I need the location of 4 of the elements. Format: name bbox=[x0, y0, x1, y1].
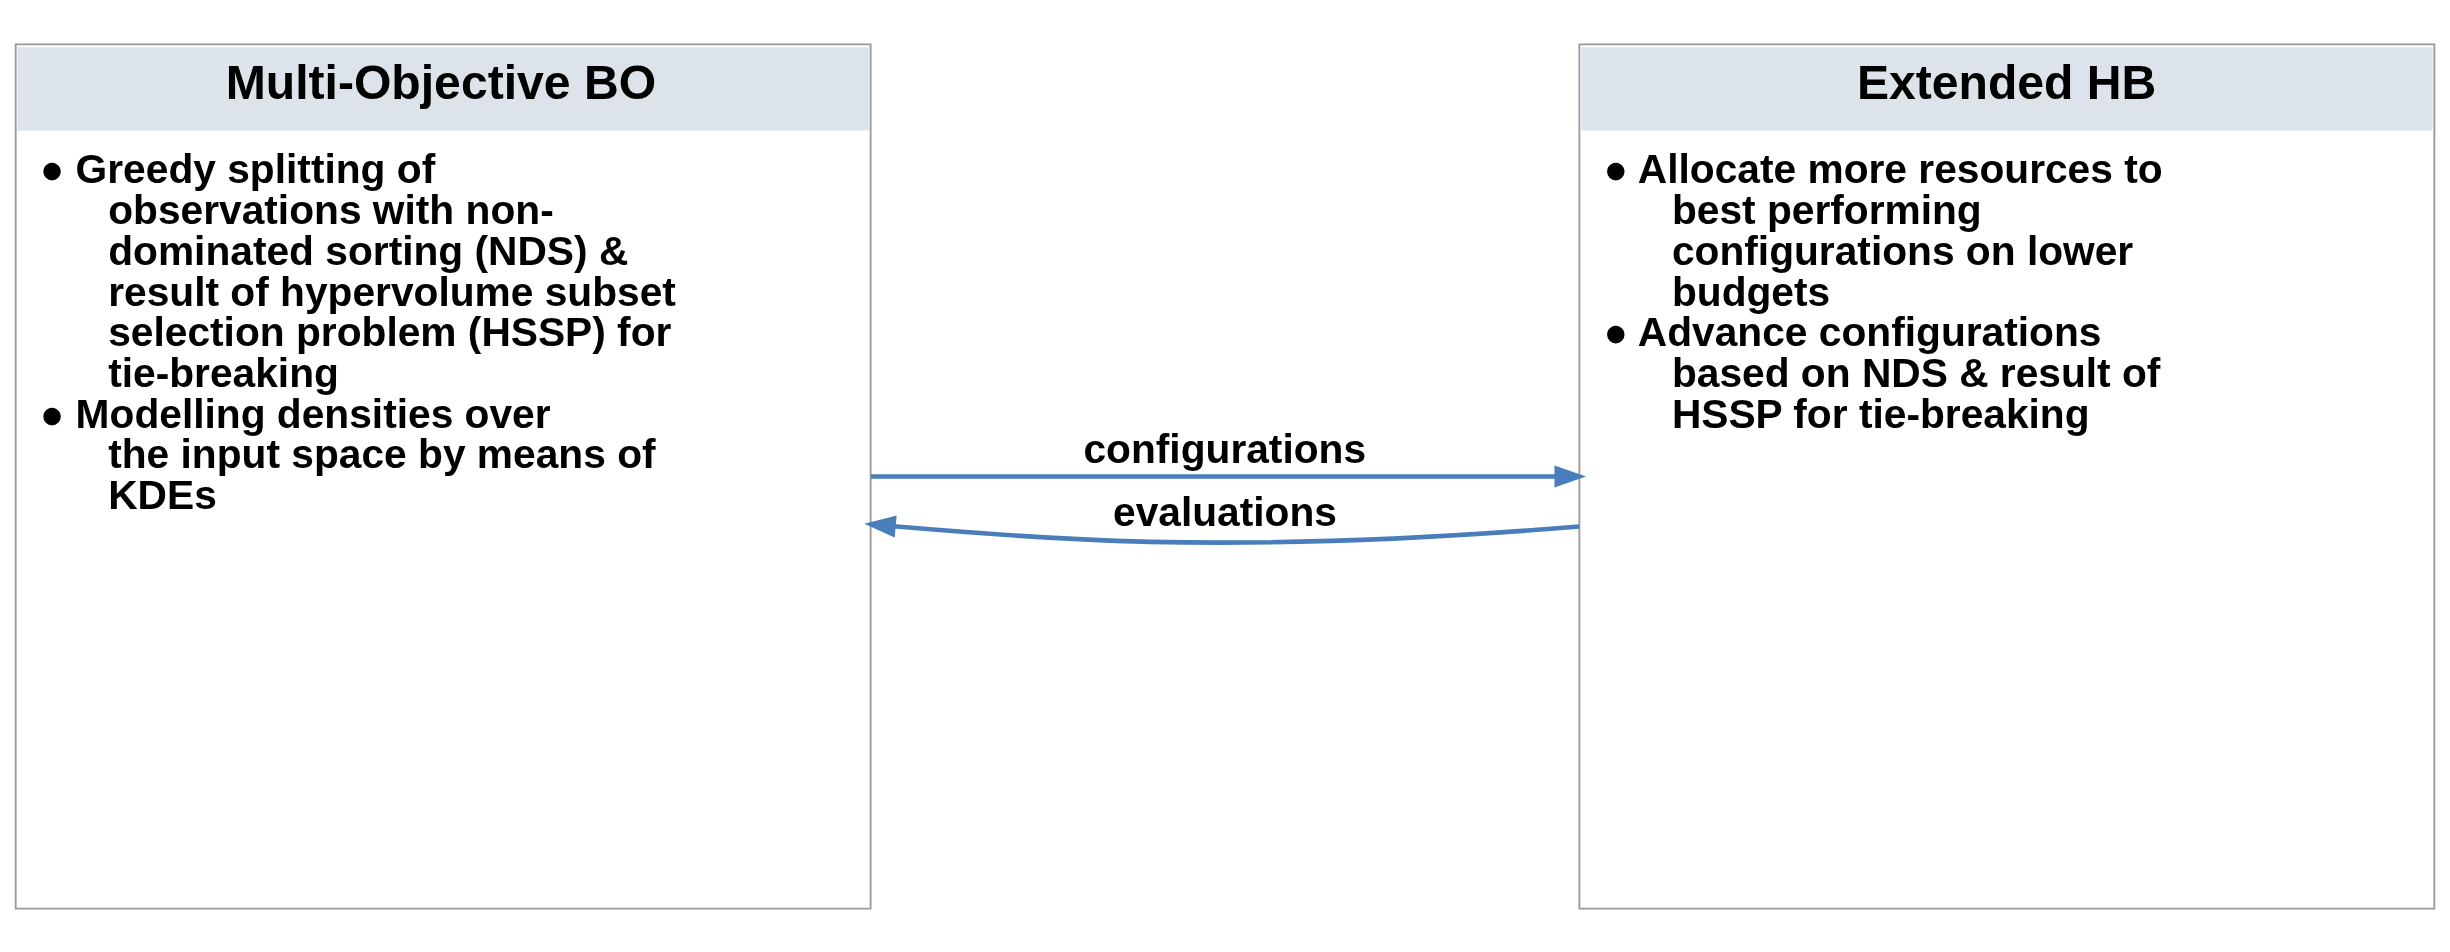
arrow bbox=[864, 515, 1580, 545]
arrow bbox=[870, 464, 1586, 488]
edge-label: configurations bbox=[1083, 425, 1367, 472]
edge-label: evaluations bbox=[1113, 488, 1337, 535]
